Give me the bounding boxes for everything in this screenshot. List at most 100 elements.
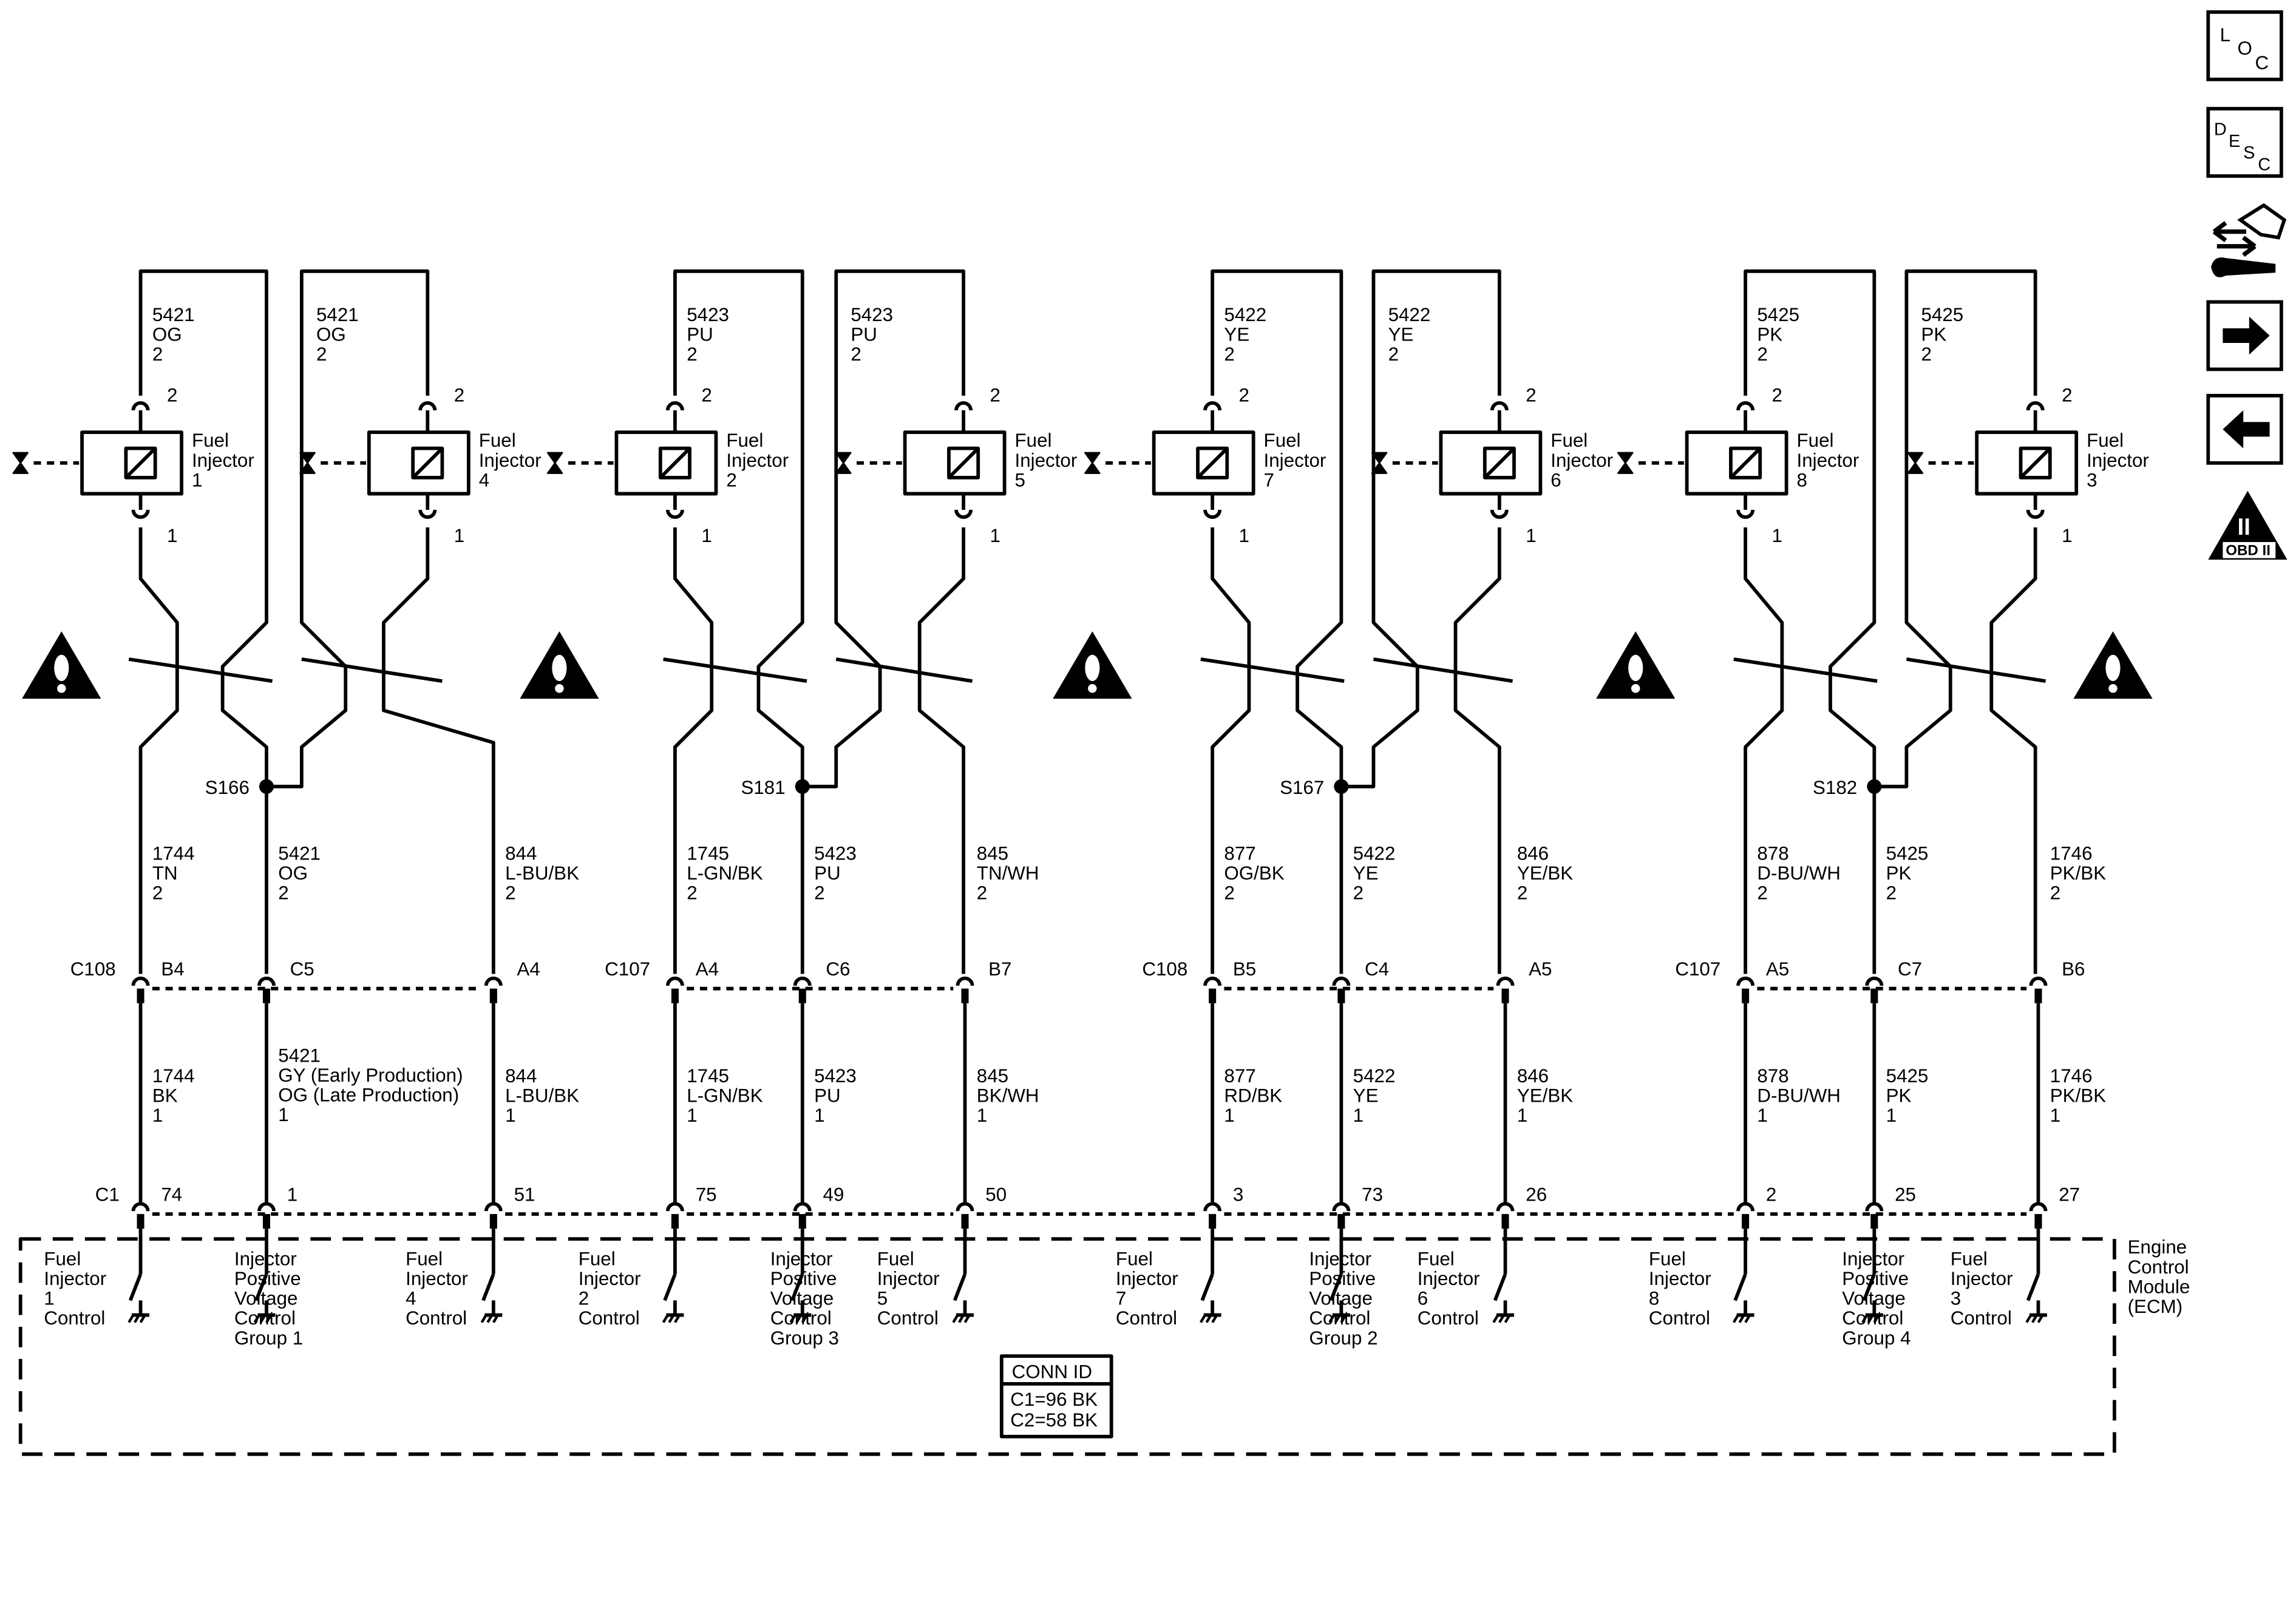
ecm-function-label: Injector: [770, 1249, 833, 1270]
fuel-injector-3-label: Injector: [2087, 450, 2149, 471]
connector-pin: [798, 988, 806, 1003]
mid-wire-label: OG: [278, 863, 308, 884]
ground-hatch: [674, 1314, 681, 1323]
top-wire-label: 5421: [316, 304, 359, 325]
bowtie-icon: [546, 452, 563, 474]
mid-wire-label: 1745: [687, 842, 729, 864]
injector-pin-label: 1: [1239, 525, 1249, 546]
component-view-button[interactable]: [2211, 203, 2287, 277]
top-wire-label: 5425: [1757, 304, 1799, 325]
lower-wire-label: 5421: [278, 1045, 321, 1066]
top-wire-label: 5425: [1921, 304, 1964, 325]
lower-wire-label: 1: [152, 1105, 163, 1126]
splice-dot: [259, 779, 274, 794]
desc-letter: D: [2214, 120, 2227, 139]
solenoid-diagonal: [2019, 447, 2051, 479]
ground-hatch: [1334, 1314, 1341, 1323]
fuel-injector-7-label: Injector: [1264, 450, 1326, 471]
previous-button[interactable]: [2206, 393, 2283, 465]
lower-wire-label: 5423: [814, 1065, 857, 1086]
mid-wire-label: 878: [1757, 842, 1788, 864]
fuel-injector-8-label: Injector: [1797, 450, 1860, 471]
top-wire-label: 2: [316, 344, 327, 365]
connector-pin: [262, 988, 271, 1003]
top-wire-label: PK: [1757, 324, 1782, 345]
ecm-function-label: Group 2: [1309, 1327, 1377, 1349]
top-wire-label: 2: [152, 344, 163, 365]
ecm-function-label: Injector: [1116, 1268, 1178, 1289]
mid-wire-label: 2: [814, 883, 824, 904]
ecm-function-label: Control: [1418, 1307, 1479, 1329]
ecm-function-label: 4: [406, 1288, 416, 1309]
mid-wire-label: 5425: [1886, 842, 1929, 864]
ecm-label: Module: [2128, 1276, 2190, 1297]
connector-pin: [1337, 1214, 1345, 1229]
injector-pin-cap: [1203, 509, 1222, 519]
injector-pin-cap: [2026, 401, 2045, 411]
mid-wire-label: 2: [1886, 883, 1897, 904]
injector-pin-cap: [954, 509, 973, 519]
mid-wire-label: 1746: [2050, 842, 2093, 864]
double-arrow-icon: [2212, 221, 2257, 257]
solenoid-icon: [947, 446, 980, 480]
ecm-function-label: Fuel: [1649, 1249, 1686, 1270]
mid-wire-label: 2: [278, 883, 288, 904]
ground-hatch: [963, 1314, 971, 1323]
power-feed-a: [1211, 269, 1343, 787]
conn-id-line: C2=58 BK: [1010, 1409, 1098, 1431]
loc-button[interactable]: LOC: [2206, 10, 2283, 81]
ground-hatch: [1861, 1314, 1869, 1323]
top-wire-label: 2: [851, 344, 861, 365]
ground-hatch: [1873, 1314, 1880, 1323]
top-wire-label: PU: [851, 324, 877, 345]
solenoid-icon: [1483, 446, 1516, 480]
ground-hatch: [2037, 1314, 2044, 1323]
conn-id-title: CONN ID: [1012, 1361, 1092, 1382]
mid-wire-label: OG/BK: [1224, 863, 1284, 884]
fuel-injector-5-body: [903, 430, 1007, 496]
lower-wire-label: 5425: [1886, 1065, 1929, 1086]
top-wire-label: 5422: [1388, 304, 1431, 325]
top-wire-label: 2: [1224, 344, 1234, 365]
power-feed-a: [1744, 269, 1877, 787]
ecm-function-label: 6: [1418, 1288, 1428, 1309]
ecm-function-label: Control: [1951, 1307, 2012, 1329]
warning-mark: [2105, 654, 2121, 682]
top-wire-label: 2: [687, 344, 697, 365]
inline-pin-label: A4: [696, 958, 719, 980]
ecm-function-label: Injector: [1649, 1268, 1711, 1289]
ecm-connector-cap: [1203, 1202, 1222, 1212]
ecm-label: (ECM): [2128, 1296, 2183, 1317]
ecm-function-label: Fuel: [406, 1249, 443, 1270]
lower-wire-label: 1: [1517, 1105, 1527, 1126]
fuel-injector-2-label: 2: [726, 469, 736, 490]
ground-hatch: [662, 1314, 669, 1323]
wrench-icon: [2211, 257, 2276, 277]
mid-wire-label: TN: [152, 863, 178, 884]
switch-icon: [663, 1273, 677, 1301]
lower-wire-label: 1: [814, 1105, 824, 1126]
top-wire-label: YE: [1388, 324, 1414, 345]
connector-pin: [1209, 1214, 1217, 1229]
lower-wire-label: D-BU/WH: [1757, 1085, 1841, 1107]
fuel-injector-1-label: Fuel: [192, 430, 229, 451]
mid-wire-label: 2: [1353, 883, 1364, 904]
solenoid-icon: [1729, 446, 1762, 480]
next-button[interactable]: [2206, 300, 2283, 371]
top-wire-label: 5422: [1224, 304, 1266, 325]
mid-wire-label: PK/BK: [2050, 863, 2106, 884]
lower-wire-label: 1: [1353, 1105, 1364, 1126]
splice-dot: [1867, 779, 1882, 794]
top-wire-label: 5423: [851, 304, 893, 325]
ecm-function-label: Control: [1309, 1307, 1370, 1329]
ecm-function-label: Control: [1649, 1307, 1710, 1329]
fuel-injector-6-label: Fuel: [1550, 430, 1588, 451]
lower-wire-label: 1: [505, 1105, 515, 1126]
ecm-function-label: Voltage: [1842, 1288, 1906, 1309]
ecm-connector-cap: [1496, 1202, 1515, 1212]
lower-wire-label: GY (Early Production): [278, 1065, 463, 1086]
inline-pin-label: A5: [1529, 958, 1552, 980]
fuel-injector-2-body: [614, 430, 718, 496]
